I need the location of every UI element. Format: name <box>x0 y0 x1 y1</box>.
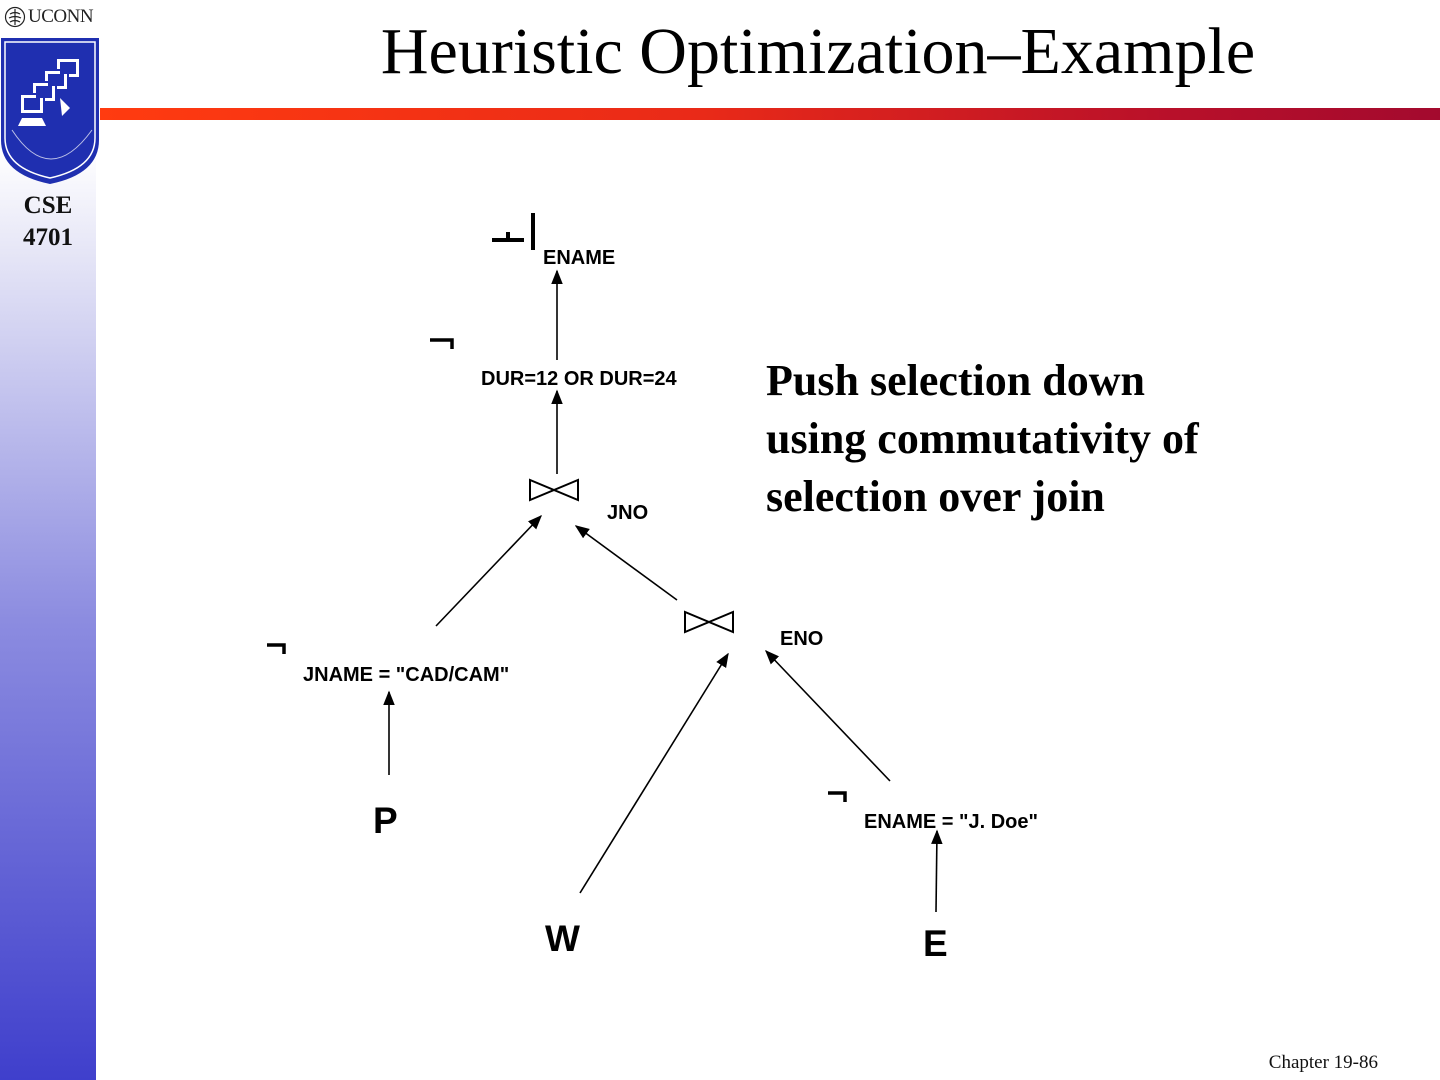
relation-e: E <box>923 923 948 964</box>
edge-join-eno-to-join-jno <box>574 525 678 601</box>
edge-selection-p-to-join-jno <box>435 514 542 627</box>
selection-e-symbol-icon <box>828 791 847 802</box>
slide-footer: Chapter 19-86 <box>1268 1052 1378 1073</box>
course-line-2: 4701 <box>23 224 73 251</box>
uconn-label: UCONN <box>28 6 94 27</box>
top-selection-label: DUR=12 OR DUR=24 <box>481 368 678 390</box>
callout-line-1: Push selection down <box>766 356 1145 405</box>
selection-symbol-icon <box>430 338 454 349</box>
join-eno-label: ENO <box>780 628 823 650</box>
projection-symbol-icon <box>492 213 535 250</box>
oak-leaf-seal-icon <box>4 6 26 28</box>
edge-e-to-selection-e <box>931 829 943 913</box>
cse-department-logo-icon <box>1 38 99 184</box>
edge-w-to-join-eno <box>579 652 729 894</box>
relation-w: W <box>545 918 580 959</box>
relation-p: P <box>373 800 398 841</box>
edge-selection-e-to-join-eno <box>765 649 891 782</box>
callout-line-2: using commutativity of <box>766 414 1199 463</box>
course-code: CSE 4701 <box>0 190 96 254</box>
uconn-wordmark: UCONN <box>4 4 94 30</box>
join-jno-label: JNO <box>607 502 648 524</box>
join-eno-symbol-icon <box>684 610 734 634</box>
callout-line-3: selection over join <box>766 472 1105 521</box>
title-underline-bar <box>100 108 1440 120</box>
slide-title: Heuristic Optimization–Example <box>380 15 1256 88</box>
join-jno-symbol-icon <box>529 478 579 502</box>
course-line-1: CSE <box>23 192 73 219</box>
selection-e-label: ENAME = "J. Doe" <box>864 811 1038 833</box>
callout-text: Push selection down using commutativity … <box>766 352 1306 526</box>
projection-label: ENAME <box>543 247 615 269</box>
selection-p-label: JNAME = "CAD/CAM" <box>303 664 509 686</box>
selection-p-symbol-icon <box>267 643 286 654</box>
